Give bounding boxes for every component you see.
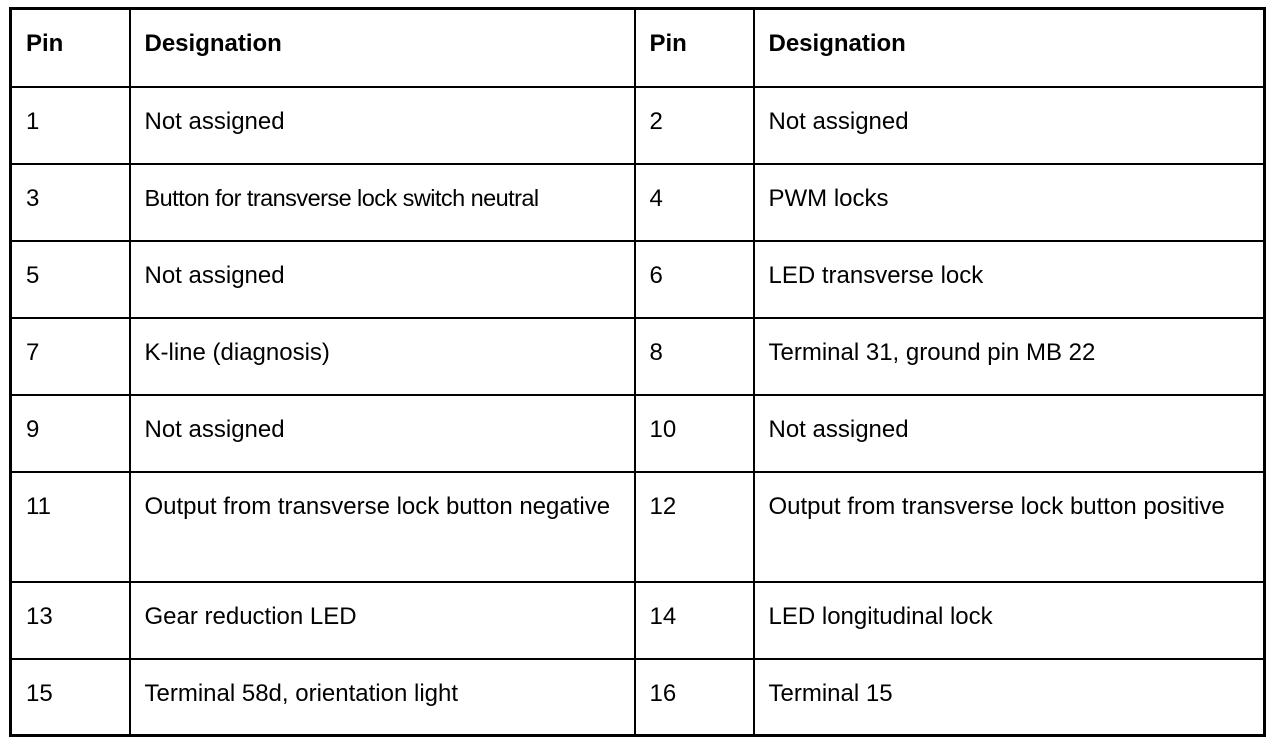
pin-cell: 10 [633,393,755,473]
designation-cell: Output from transverse lock button negat… [128,470,636,583]
designation-cell: Not assigned [128,85,636,165]
table-row: 15 Terminal 58d, orientation light 16 Te… [9,657,1266,737]
table-row: 11 Output from transverse lock button ne… [9,470,1266,583]
pin-assignment-table: Pin Designation Pin Designation 1 Not as… [9,7,1266,737]
table-row: 5 Not assigned 6 LED transverse lock [9,239,1266,319]
pin-cell: 8 [633,316,755,396]
table-row: 1 Not assigned 2 Not assigned [9,85,1266,165]
table-header-row: Pin Designation Pin Designation [9,7,1266,88]
table-row: 7 K-line (diagnosis) 8 Terminal 31, grou… [9,316,1266,396]
designation-cell: Not assigned [128,239,636,319]
table-row: 13 Gear reduction LED 14 LED longitudina… [9,580,1266,660]
pin-cell: 11 [9,470,131,583]
designation-cell: Terminal 31, ground pin MB 22 [752,316,1266,396]
pin-cell: 7 [9,316,131,396]
pin-cell: 1 [9,85,131,165]
designation-cell: Not assigned [128,393,636,473]
designation-cell: Not assigned [752,85,1266,165]
column-header-designation: Designation [128,7,636,88]
pin-cell: 6 [633,239,755,319]
pin-cell: 2 [633,85,755,165]
pin-cell: 5 [9,239,131,319]
pin-cell: 9 [9,393,131,473]
column-header-designation: Designation [752,7,1266,88]
table-row: 3 Button for transverse lock switch neut… [9,162,1266,242]
pin-cell: 4 [633,162,755,242]
column-header-pin: Pin [9,7,131,88]
table-row: 9 Not assigned 10 Not assigned [9,393,1266,473]
pin-cell: 15 [9,657,131,737]
designation-cell: PWM locks [752,162,1266,242]
pin-cell: 13 [9,580,131,660]
designation-cell: Gear reduction LED [128,580,636,660]
designation-cell: LED longitudinal lock [752,580,1266,660]
designation-cell: Terminal 58d, orientation light [128,657,636,737]
designation-cell: Button for transverse lock switch neutra… [128,162,636,242]
designation-cell: K-line (diagnosis) [128,316,636,396]
pin-cell: 16 [633,657,755,737]
column-header-pin: Pin [633,7,755,88]
designation-cell: Terminal 15 [752,657,1266,737]
designation-cell: Output from transverse lock button posit… [752,470,1266,583]
pin-cell: 3 [9,162,131,242]
pin-cell: 14 [633,580,755,660]
designation-cell: LED transverse lock [752,239,1266,319]
designation-cell: Not assigned [752,393,1266,473]
pin-cell: 12 [633,470,755,583]
